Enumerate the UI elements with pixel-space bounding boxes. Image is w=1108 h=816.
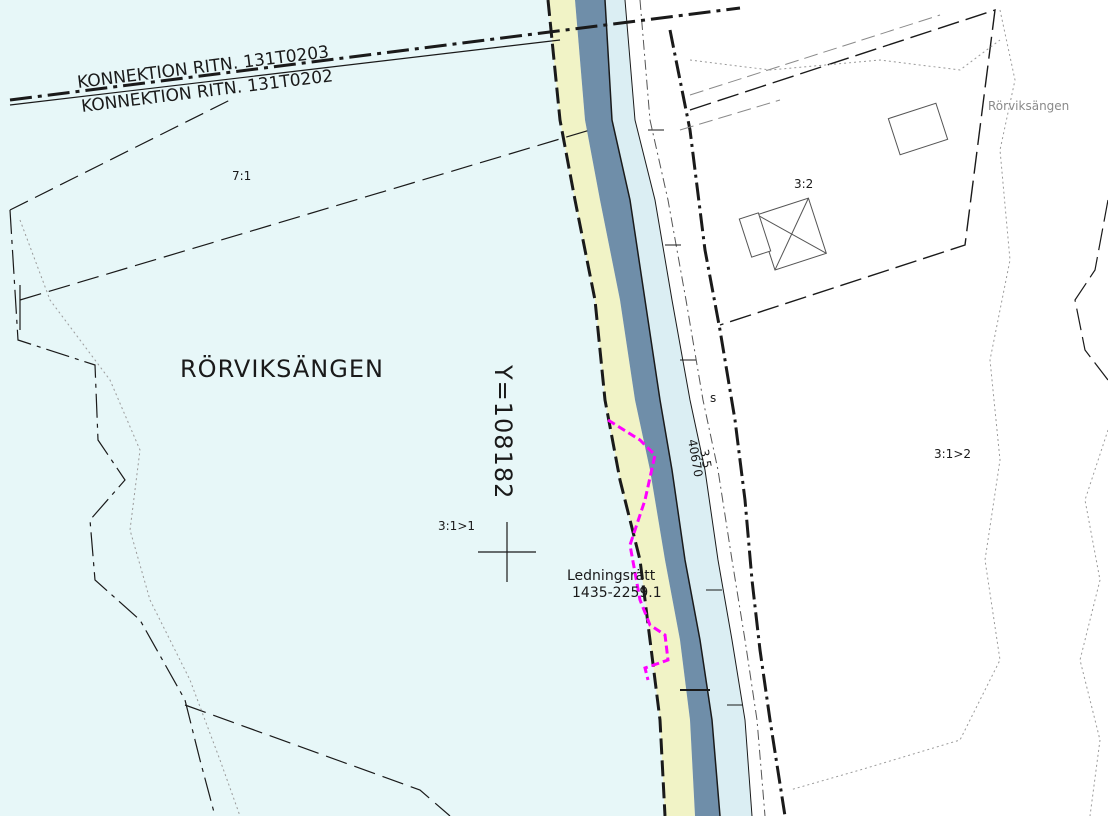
- boundary-dotted-right: [789, 9, 1016, 791]
- road-line-dashdot: [639, 0, 766, 816]
- road-strip-blue: [575, 0, 720, 816]
- parcel-label-7-1: 7:1: [232, 169, 251, 183]
- parcel-3-2-boundary: [689, 8, 996, 326]
- boundary-dotted-left: [19, 219, 241, 816]
- road-edge-left: [546, 0, 667, 816]
- parcel-label-3-1-1: 3:1>1: [438, 519, 475, 533]
- boundary-far-right: [1074, 199, 1108, 381]
- highlighted-boundary: [607, 418, 670, 681]
- road-strip-lightblue: [605, 0, 752, 816]
- parcel-7-1-area: [0, 0, 665, 816]
- connection-line-131t0203: [9, 6, 741, 102]
- parcel-3-2-line-2: [679, 99, 781, 131]
- area-name-small-label: Rörviksängen: [988, 99, 1069, 113]
- building-crossed: [756, 197, 827, 271]
- road-centerline: [604, 0, 721, 816]
- road-width-label: 3,5: [697, 448, 714, 469]
- building-small: [887, 102, 949, 156]
- road-strip-yellow: [548, 0, 695, 816]
- coordinate-label: Y=108182: [489, 364, 517, 499]
- parcel-label-3-2: 3:2: [794, 177, 813, 191]
- boundary-dotted-top: [689, 39, 1001, 71]
- road-edge-right: [668, 29, 787, 816]
- coordinate-cross: [478, 522, 536, 582]
- parcel-label-3-1-2: 3:1>2: [934, 447, 971, 461]
- road-ticks: [648, 129, 743, 706]
- boundary-left-long: [19, 129, 591, 301]
- area-name-label: RÖRVIKSÄNGEN: [180, 354, 384, 383]
- road-code-label: 40670: [685, 438, 705, 478]
- parcel-3-2-inner-line: [689, 14, 941, 96]
- road-s-label: s: [710, 391, 716, 405]
- boundary-lower-diagonal: [184, 704, 451, 816]
- connection-line-131t0202: [9, 39, 561, 106]
- boundary-dotted-far-right: [1079, 429, 1108, 816]
- road-line-inner: [624, 0, 753, 816]
- easement-title-label: Ledningsrätt: [567, 568, 656, 584]
- building-annex: [738, 212, 772, 258]
- easement-id-label: 1435-2259.1: [572, 585, 662, 601]
- boundary-left-zigzag: [9, 209, 216, 816]
- boundary-left-diagonal: [9, 99, 231, 211]
